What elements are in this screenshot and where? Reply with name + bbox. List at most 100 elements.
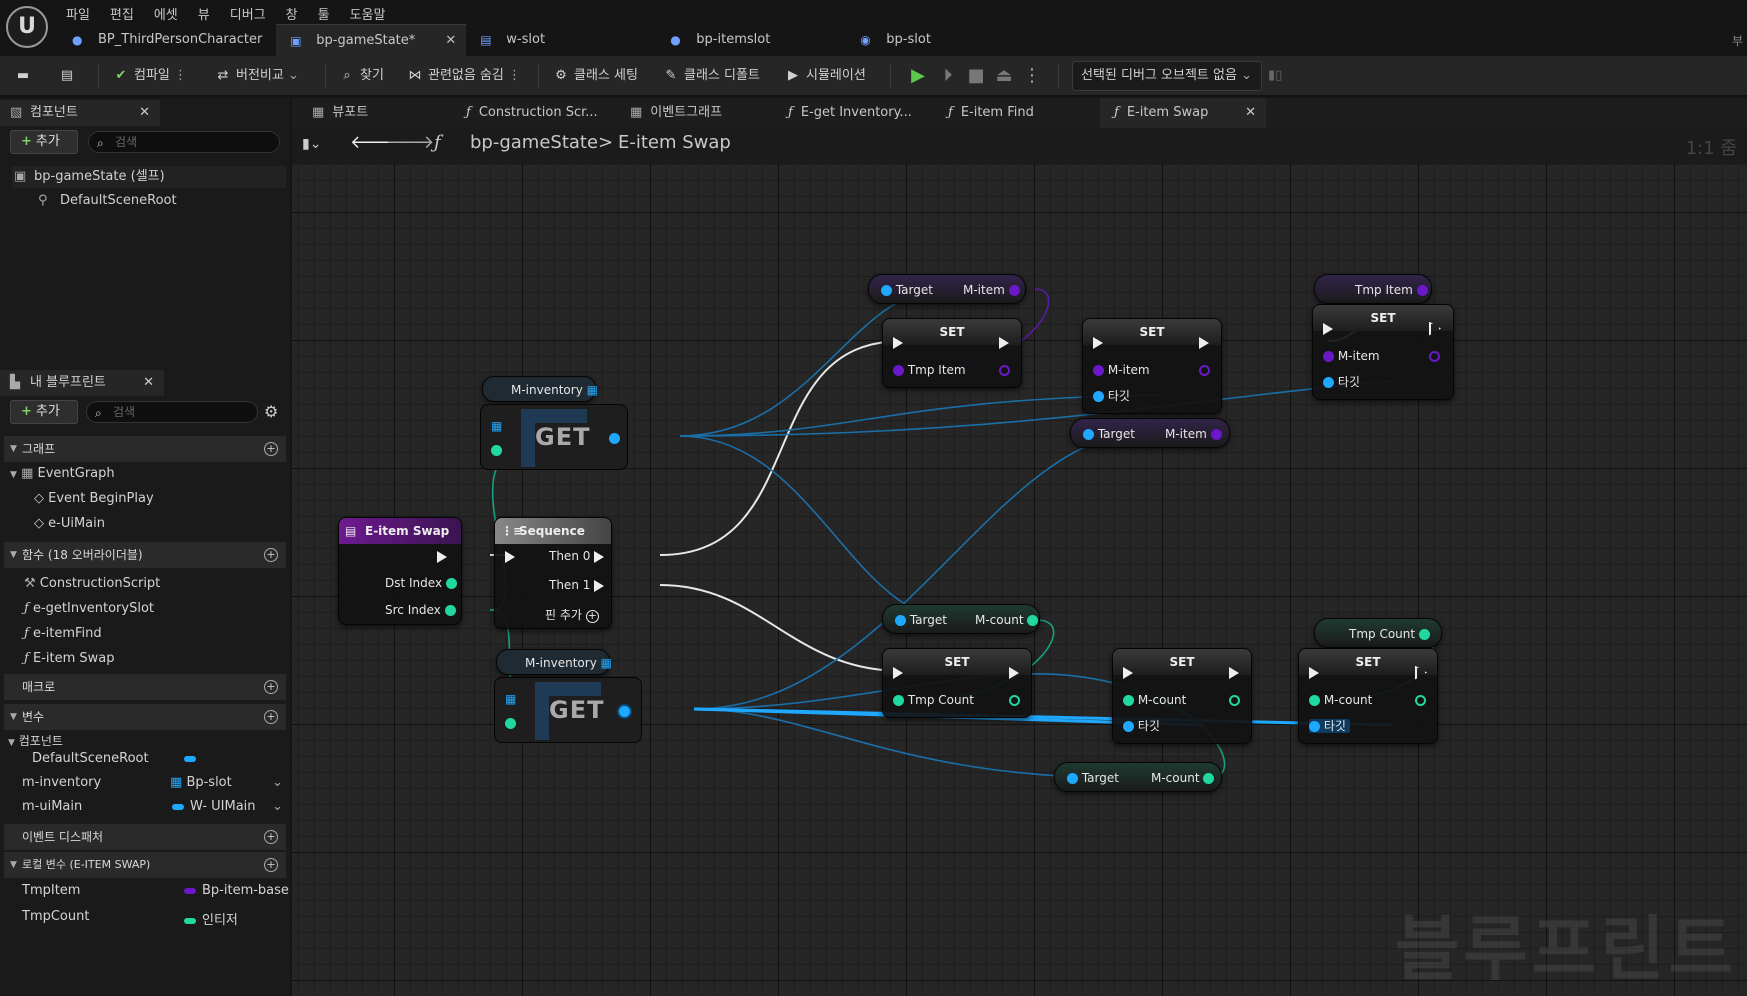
get-m-count-node[interactable]: Target M-count [882, 604, 1040, 634]
components-panel-tab[interactable]: ▧컴포넌트✕ [0, 100, 160, 126]
exec-output-pin[interactable] [1009, 665, 1019, 679]
dispatchers-section[interactable]: 이벤트 디스패처+ [4, 824, 286, 850]
components-search-input[interactable]: ⌕검색 [88, 131, 280, 153]
target-pin[interactable]: Target [1067, 771, 1119, 785]
doc-tab-bp-itemslot[interactable]: ●bp-itemslot [670, 32, 771, 47]
debug-filter-icon[interactable]: ▮▯ [1268, 68, 1283, 83]
array-input-pin[interactable]: ▦ [491, 419, 503, 433]
exec-output-pin[interactable] [437, 549, 447, 563]
forward-arrow-icon[interactable]: 🡒 [386, 132, 435, 153]
hide-unrelated-button[interactable]: ⋈관련없음 숨김 ⋮ [406, 64, 522, 88]
my-blueprint-panel-tab[interactable]: ▙내 블루프린트✕ [0, 370, 164, 396]
add-component-button[interactable]: +추가 [10, 130, 78, 154]
target-pin[interactable]: Target [881, 283, 933, 297]
m-count-input-pin[interactable]: M-count [1123, 693, 1186, 707]
menu-window[interactable]: 창 [285, 8, 298, 23]
set-m-item-node-2[interactable]: SET M-item 타깃 [1312, 304, 1454, 400]
tmp-count-output-pin[interactable]: Tmp Count [1349, 627, 1430, 641]
doc-tab-bp-gamestate[interactable]: ▣bp-gameState*✕ [276, 24, 467, 56]
exec-output-pin[interactable] [1429, 321, 1441, 336]
target-input-pin[interactable]: 타깃 [1309, 719, 1350, 733]
tmp-count-output-pin[interactable] [1009, 693, 1020, 707]
local-variable-item[interactable]: TmpCount [22, 909, 90, 924]
save-button[interactable]: ▬ [14, 64, 36, 88]
menu-asset[interactable]: 에셋 [153, 8, 178, 23]
doc-tab-w-slot[interactable]: ▤w-slot [480, 32, 546, 47]
get-array-node[interactable]: GET ▦ [480, 404, 628, 470]
set-tmp-item-node[interactable]: SET Tmp Item [882, 318, 1022, 388]
then0-pin[interactable]: Then 0 [549, 549, 605, 563]
event-beginplay-item[interactable]: ◇ Event BeginPlay [34, 491, 154, 506]
tmp-count-input-pin[interactable]: Tmp Count [893, 693, 974, 707]
exec-input-pin[interactable] [893, 335, 903, 349]
function-item[interactable]: ⚒ ConstructionScript [24, 576, 161, 591]
get-tmp-count-node[interactable]: Tmp Count [1314, 618, 1442, 648]
m-inventory-variable-node[interactable]: M-inventory ▦ [482, 376, 598, 402]
get-m-count-node-2[interactable]: Target M-count [1054, 762, 1222, 792]
function-item[interactable]: ƒ e-getInventorySlot [24, 601, 154, 616]
get-array-node[interactable]: GET ▦ [494, 677, 642, 743]
m-count-input-pin[interactable]: M-count [1309, 693, 1372, 707]
simulation-button[interactable]: ▶시뮬레이션 [784, 64, 866, 88]
add-variable-icon[interactable]: + [264, 710, 278, 724]
menu-file[interactable]: 파일 [66, 8, 90, 23]
exec-input-pin[interactable] [1123, 665, 1133, 679]
m-item-input-pin[interactable]: M-item [1093, 363, 1150, 377]
variables-section[interactable]: ▼변수+ [4, 704, 286, 730]
class-defaults-button[interactable]: ✎클래스 디폴트 [662, 64, 760, 88]
local-variable-item[interactable]: TmpItem [22, 883, 81, 898]
then1-pin[interactable]: Then 1 [549, 578, 605, 592]
debug-object-select[interactable]: 선택된 디버그 오브젝트 없음 ⌄ [1072, 61, 1262, 91]
exec-output-pin[interactable] [1415, 665, 1427, 680]
get-m-item-node[interactable]: Target M-item [868, 274, 1026, 304]
unreal-logo-icon[interactable]: U [6, 6, 48, 48]
close-icon[interactable]: ✕ [143, 375, 154, 390]
play-icon[interactable]: ▶ [911, 65, 925, 86]
menu-debug[interactable]: 디버그 [229, 8, 266, 23]
add-macro-icon[interactable]: + [264, 680, 278, 694]
menu-edit[interactable]: 편집 [109, 8, 134, 23]
component-default-scene-root[interactable]: ⚲DefaultSceneRoot [38, 190, 177, 212]
array-input-pin[interactable]: ▦ [505, 692, 517, 706]
compile-button[interactable]: ✔컴파일 ⋮ [112, 64, 187, 88]
exec-output-pin[interactable] [1229, 665, 1239, 679]
m-item-output-pin[interactable] [1199, 363, 1210, 377]
set-m-item-node[interactable]: SET M-item 타깃 [1082, 318, 1222, 414]
more-icon[interactable]: ⋮ [1023, 65, 1041, 86]
class-settings-button[interactable]: ⚙클래스 세팅 [552, 64, 638, 88]
menu-help[interactable]: 도움말 [349, 8, 386, 23]
graph-tab-viewport[interactable]: ▦뷰포트 [312, 105, 369, 120]
find-button[interactable]: ⌕찾기 [338, 64, 384, 88]
target-input-pin[interactable]: 타깃 [1323, 375, 1360, 389]
component-root[interactable]: ▣bp-gameState (셀프) [12, 166, 286, 188]
components-subcategory[interactable]: ▼ 컴포넌트 [8, 734, 63, 748]
diff-button[interactable]: ⇄버전비교 ⌄ [214, 64, 299, 88]
macros-section[interactable]: 매크로+ [4, 674, 286, 700]
tmp-item-input-pin[interactable]: Tmp Item [893, 363, 966, 377]
target-input-pin[interactable]: 타깃 [1123, 719, 1160, 733]
eject-icon[interactable]: ⏏ [995, 65, 1013, 86]
menu-view[interactable]: 뷰 [197, 8, 210, 23]
bookmark-icon[interactable]: ▮⌄ [302, 136, 322, 152]
doc-tab-bp-slot[interactable]: ◉bp-slot [860, 32, 931, 47]
add-local-variable-icon[interactable]: + [264, 858, 278, 872]
graph-tab-eventgraph[interactable]: ▦이벤트그래프 [630, 105, 723, 120]
exec-input-pin[interactable] [1093, 335, 1103, 349]
target-pin[interactable]: Target [1083, 427, 1135, 441]
item-output-pin[interactable] [619, 704, 630, 718]
function-item[interactable]: ƒ E-item Swap [24, 651, 115, 666]
close-icon[interactable]: ✕ [445, 33, 457, 48]
m-count-output-pin[interactable]: M-count [1151, 771, 1215, 785]
function-entry-node[interactable]: ▤E-item Swap Dst Index Src Index [338, 517, 462, 625]
item-output-pin[interactable] [609, 431, 620, 445]
tmp-item-output-pin[interactable] [999, 363, 1010, 377]
variable-item[interactable]: DefaultSceneRoot [32, 751, 149, 766]
back-arrow-icon[interactable]: 🡐 [350, 132, 399, 153]
m-item-input-pin[interactable]: M-item [1323, 349, 1380, 363]
exec-input-pin[interactable] [505, 549, 515, 563]
